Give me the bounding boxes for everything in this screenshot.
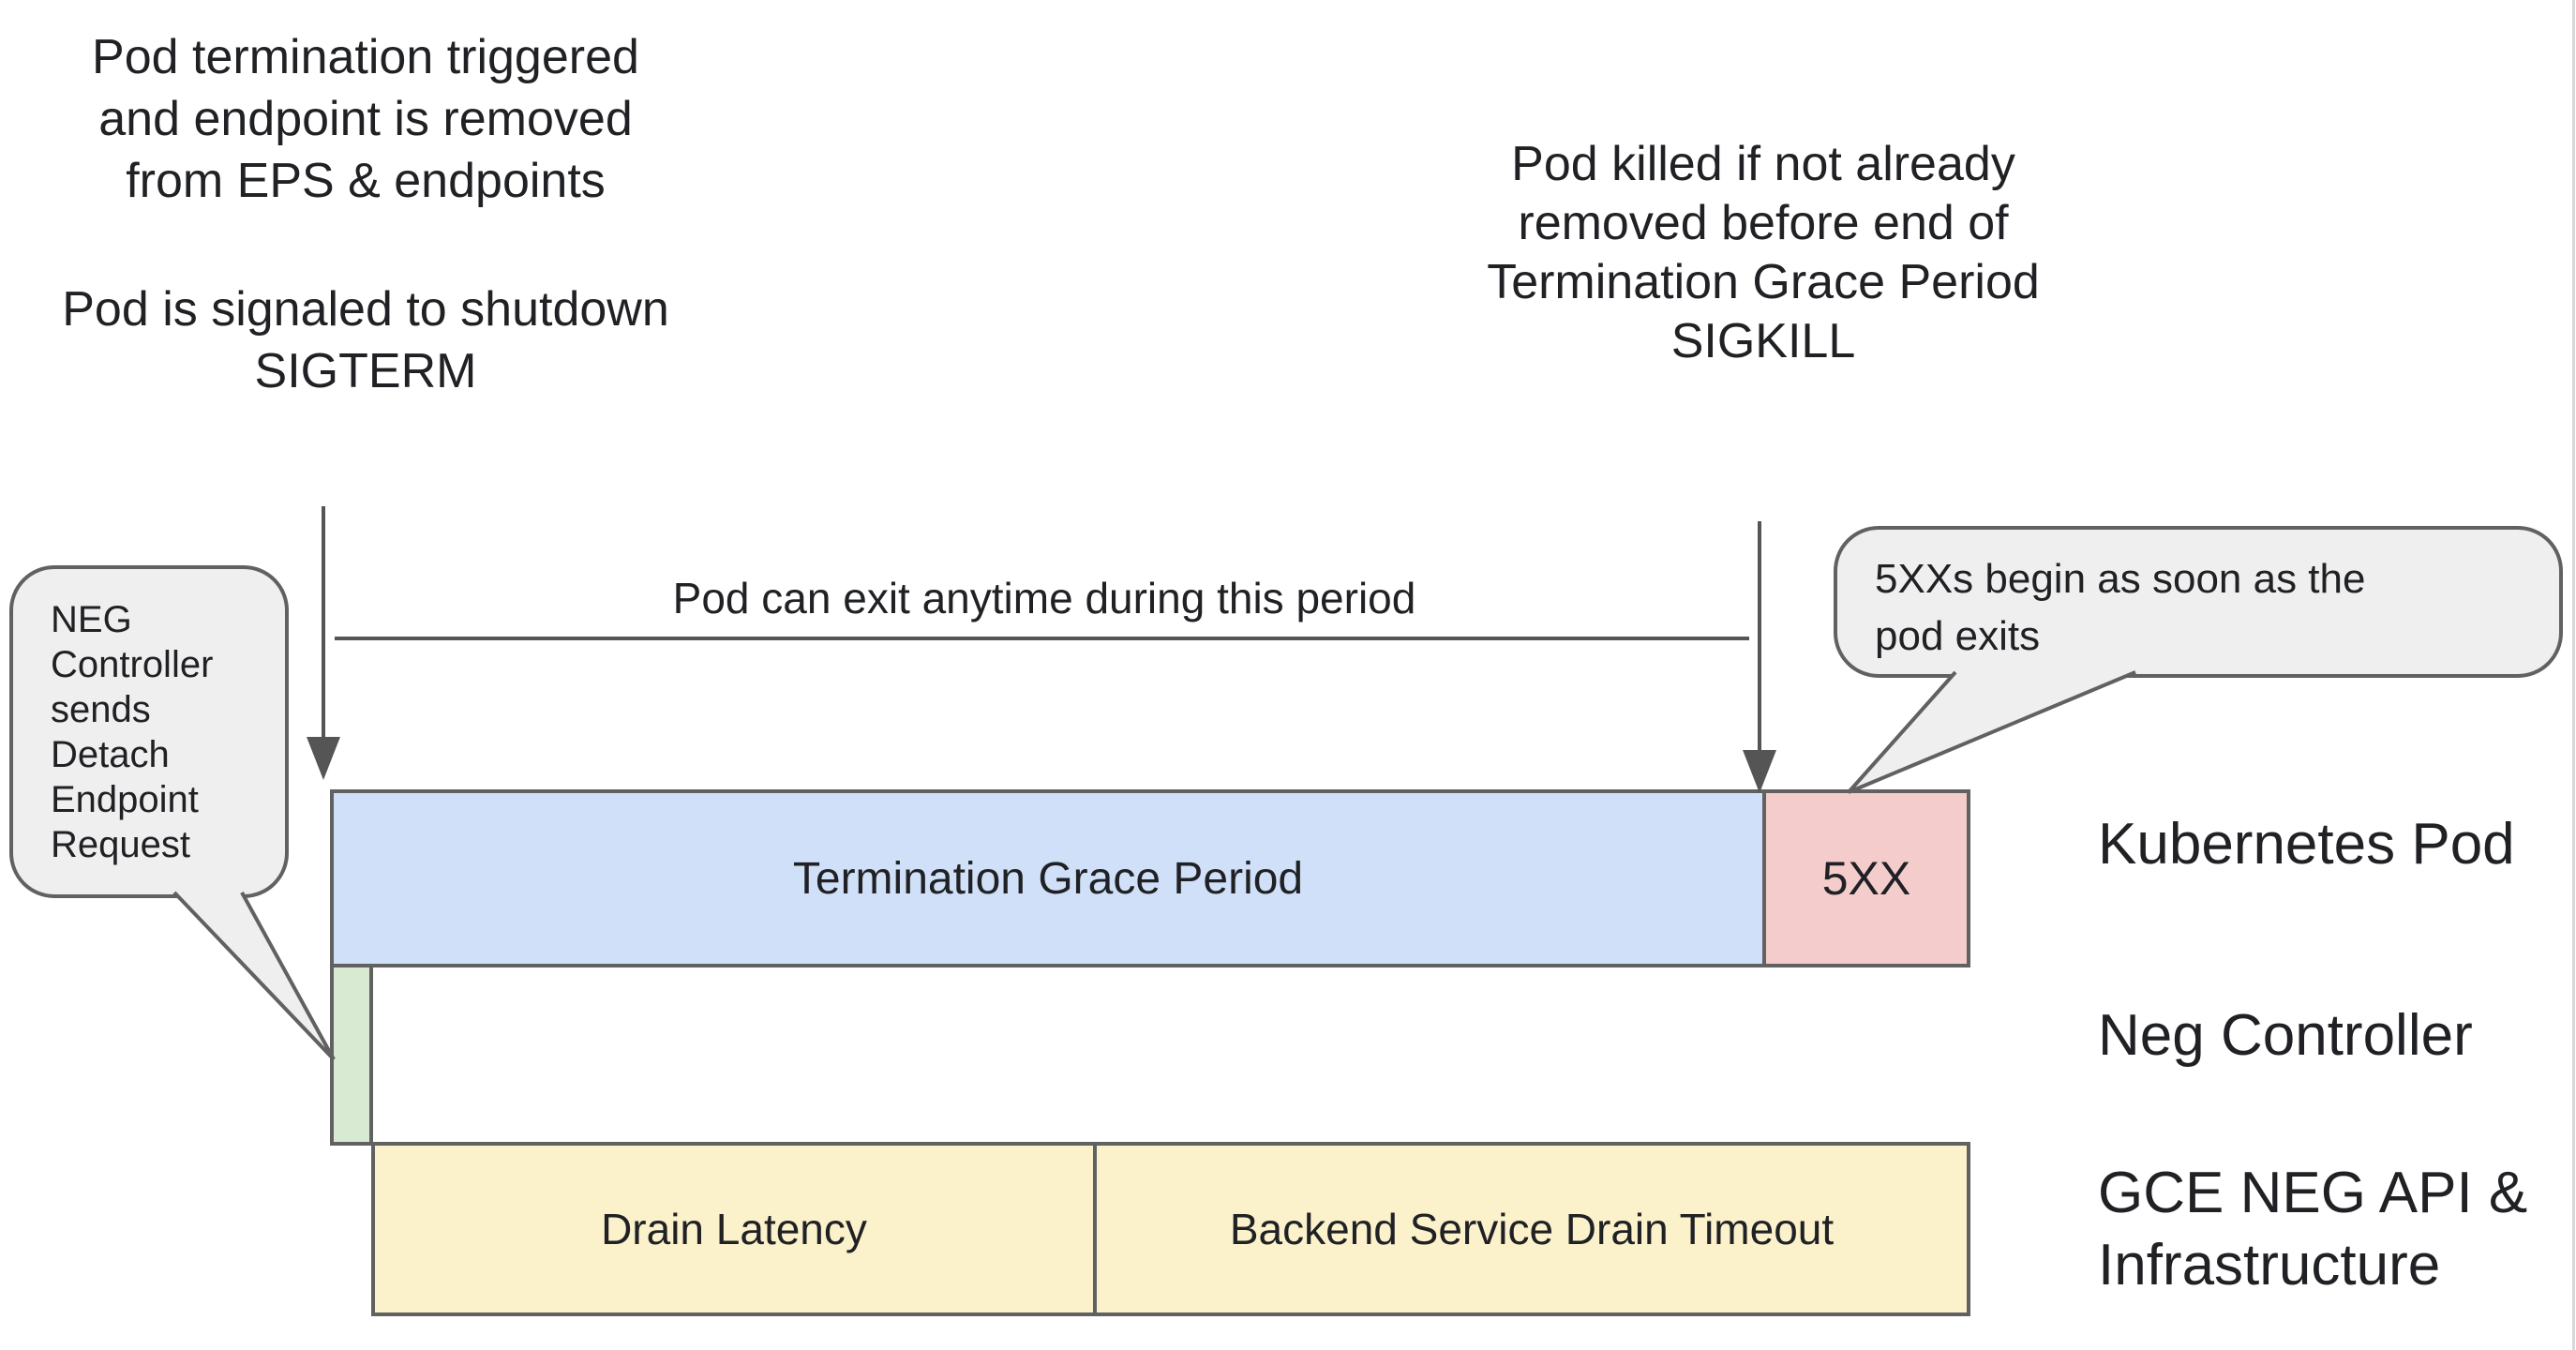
- callout-5xx-tail: [1847, 670, 2136, 794]
- note-period-span: Pod can exit anytime during this period: [672, 574, 1416, 622]
- callout-neg-controller: NEG Controller sends Detach Endpoint Req…: [9, 565, 289, 898]
- note-pod-termination: Pod termination triggered and endpoint i…: [92, 30, 639, 208]
- callout-neg-controller-tail: [172, 891, 336, 1061]
- bar-drain-latency: Drain Latency: [375, 1146, 1097, 1312]
- note-pod-killed: Pod killed if not already removed before…: [1487, 137, 2040, 368]
- bar-termination-grace-period-label: Termination Grace Period: [792, 853, 1304, 904]
- bar-detach-request: [330, 964, 373, 1146]
- row-label-gce-neg-api: GCE NEG API & Infrastructure: [2098, 1161, 2528, 1298]
- canvas-edge: [2572, 0, 2575, 1350]
- bar-backend-drain-timeout: Backend Service Drain Timeout: [1097, 1146, 1967, 1312]
- sigkill-arrowhead-icon: [1743, 750, 1776, 793]
- bar-backend-drain-timeout-label: Backend Service Drain Timeout: [1229, 1205, 1835, 1253]
- bar-5xx: 5XX: [1766, 789, 1970, 968]
- bar-termination-grace-period: Termination Grace Period: [330, 789, 1766, 968]
- sigterm-arrowhead-icon: [307, 737, 340, 780]
- bar-drain-row: Drain Latency Backend Service Drain Time…: [371, 1142, 1970, 1316]
- callout-5xx-begin: 5XXs begin as soon as the pod exits: [1834, 526, 2563, 678]
- bar-5xx-label: 5XX: [1821, 852, 1911, 905]
- row-label-neg-controller: Neg Controller: [2098, 1003, 2473, 1068]
- bar-drain-latency-label: Drain Latency: [601, 1205, 867, 1253]
- row-label-kubernetes-pod: Kubernetes Pod: [2098, 812, 2515, 877]
- note-pod-signal: Pod is signaled to shutdown SIGTERM: [62, 282, 669, 398]
